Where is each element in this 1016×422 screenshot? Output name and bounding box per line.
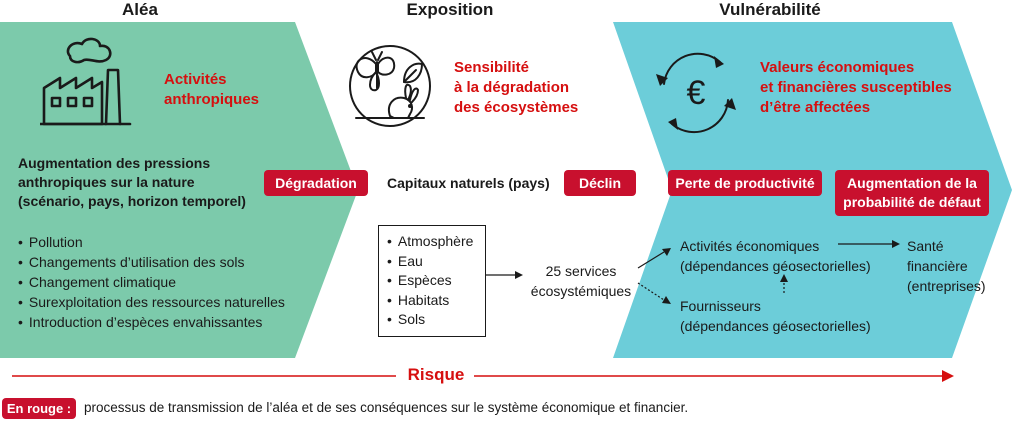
vulnerabilite-title: Valeurs économiques et financières susce… (760, 59, 952, 116)
factory-icon (40, 37, 132, 126)
risk-label: Risque (407, 365, 465, 384)
list-item: Espèces (387, 271, 477, 291)
svg-text:€: € (687, 74, 706, 112)
list-item: Habitats (387, 291, 477, 311)
degradation-badge: Dégradation (264, 170, 368, 196)
natural-capital-box: Atmosphère Eau Espèces Habitats Sols (378, 225, 486, 337)
list-item: Eau (387, 252, 477, 272)
activites-economiques-label: Activités économiques (dépendances géose… (680, 238, 871, 274)
alea-title: Activités anthropiques (164, 71, 260, 108)
list-item: Sols (387, 310, 477, 330)
capitaux-naturels-label: Capitaux naturels (pays) (387, 175, 550, 191)
arrow-services-activites (637, 251, 665, 269)
augmentation-defaut-badge: Augmentation de la probabilité de défaut (835, 170, 989, 216)
alea-pressure-list: Pollution Changements d’utilisation des … (18, 232, 285, 332)
exposition-title: Sensibilité à la dégradation des écosyst… (454, 59, 579, 116)
header-exposition: Exposition (406, 0, 494, 19)
perte-productivite-badge: Perte de productivité (668, 170, 822, 196)
header-alea: Aléa (122, 0, 158, 19)
butterfly-rabbit-icon (349, 45, 431, 127)
list-item: Introduction d’espèces envahissantes (18, 312, 285, 332)
list-item: Changement climatique (18, 272, 285, 292)
risk-arrowhead (942, 370, 954, 382)
services-ecosystemiques-label: 25 services écosystémiques (530, 263, 632, 299)
declin-badge: Déclin (564, 170, 636, 196)
legend-badge: En rouge : (2, 398, 76, 419)
list-item: Changements d’utilisation des sols (18, 252, 285, 272)
header-vulnerabilite: Vulnérabilité (719, 0, 821, 19)
list-item: Pollution (18, 232, 285, 252)
alea-description: Augmentation des pressions anthropiques … (18, 155, 246, 209)
list-item: Surexploitation des ressources naturelle… (18, 292, 285, 312)
arrow-services-fournisseurs (637, 282, 665, 301)
fournisseurs-label: Fournisseurs (dépendances géosectorielle… (680, 298, 871, 334)
legend-text: processus de transmission de l’aléa et d… (84, 400, 689, 415)
sante-financiere-label: Santé financière (entreprises) (907, 238, 986, 294)
euro-cycle-icon: € (656, 52, 736, 134)
list-item: Atmosphère (387, 232, 477, 252)
